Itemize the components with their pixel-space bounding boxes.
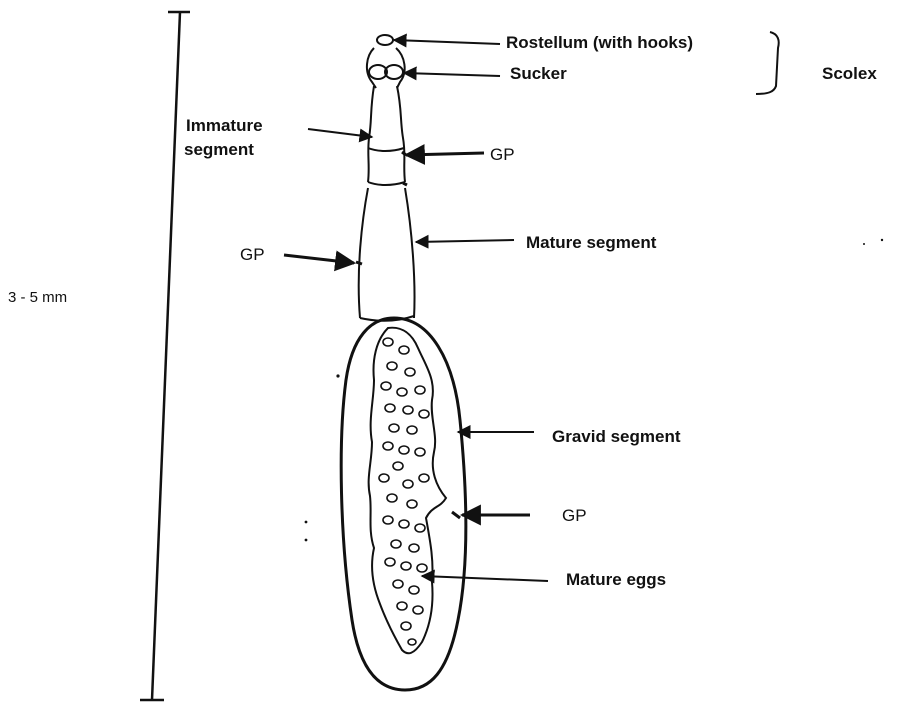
label-gravid-segment: Gravid segment — [552, 427, 681, 447]
label-scolex: Scolex — [822, 64, 877, 84]
immature-segments — [368, 86, 405, 185]
arrow-mature — [416, 240, 514, 242]
sucker-shapes — [369, 65, 403, 79]
arrow-sucker — [404, 73, 500, 76]
specks — [305, 239, 884, 542]
arrow-immature — [308, 129, 372, 137]
eggs-cluster — [379, 338, 429, 645]
arrow-gp-left — [284, 255, 354, 263]
arrow-rostellum — [394, 40, 500, 44]
pointer-arrows — [284, 40, 548, 581]
gp-marker-gravid — [452, 512, 460, 518]
gp-marker-mature — [356, 262, 362, 264]
arrow-gp-upper — [406, 153, 484, 155]
label-rostellum: Rostellum (with hooks) — [506, 33, 693, 53]
scolex-outline — [367, 35, 405, 88]
mature-segment-outline — [359, 188, 415, 321]
label-gp-lower: GP — [562, 506, 587, 526]
label-gp-upper: GP — [490, 145, 515, 165]
scolex-brace — [756, 32, 779, 94]
arrow-eggs — [422, 576, 548, 581]
scale-bar — [140, 12, 190, 700]
scale-label: 3 - 5 mm — [8, 288, 67, 308]
label-mature-eggs: Mature eggs — [566, 570, 666, 590]
label-gp-left: GP — [240, 245, 265, 265]
label-sucker: Sucker — [510, 64, 567, 84]
label-immature-line1: Immature — [186, 116, 263, 136]
label-immature-line2: segment — [184, 140, 254, 160]
gravid-segment-outline — [341, 318, 466, 690]
label-mature-segment: Mature segment — [526, 233, 656, 253]
